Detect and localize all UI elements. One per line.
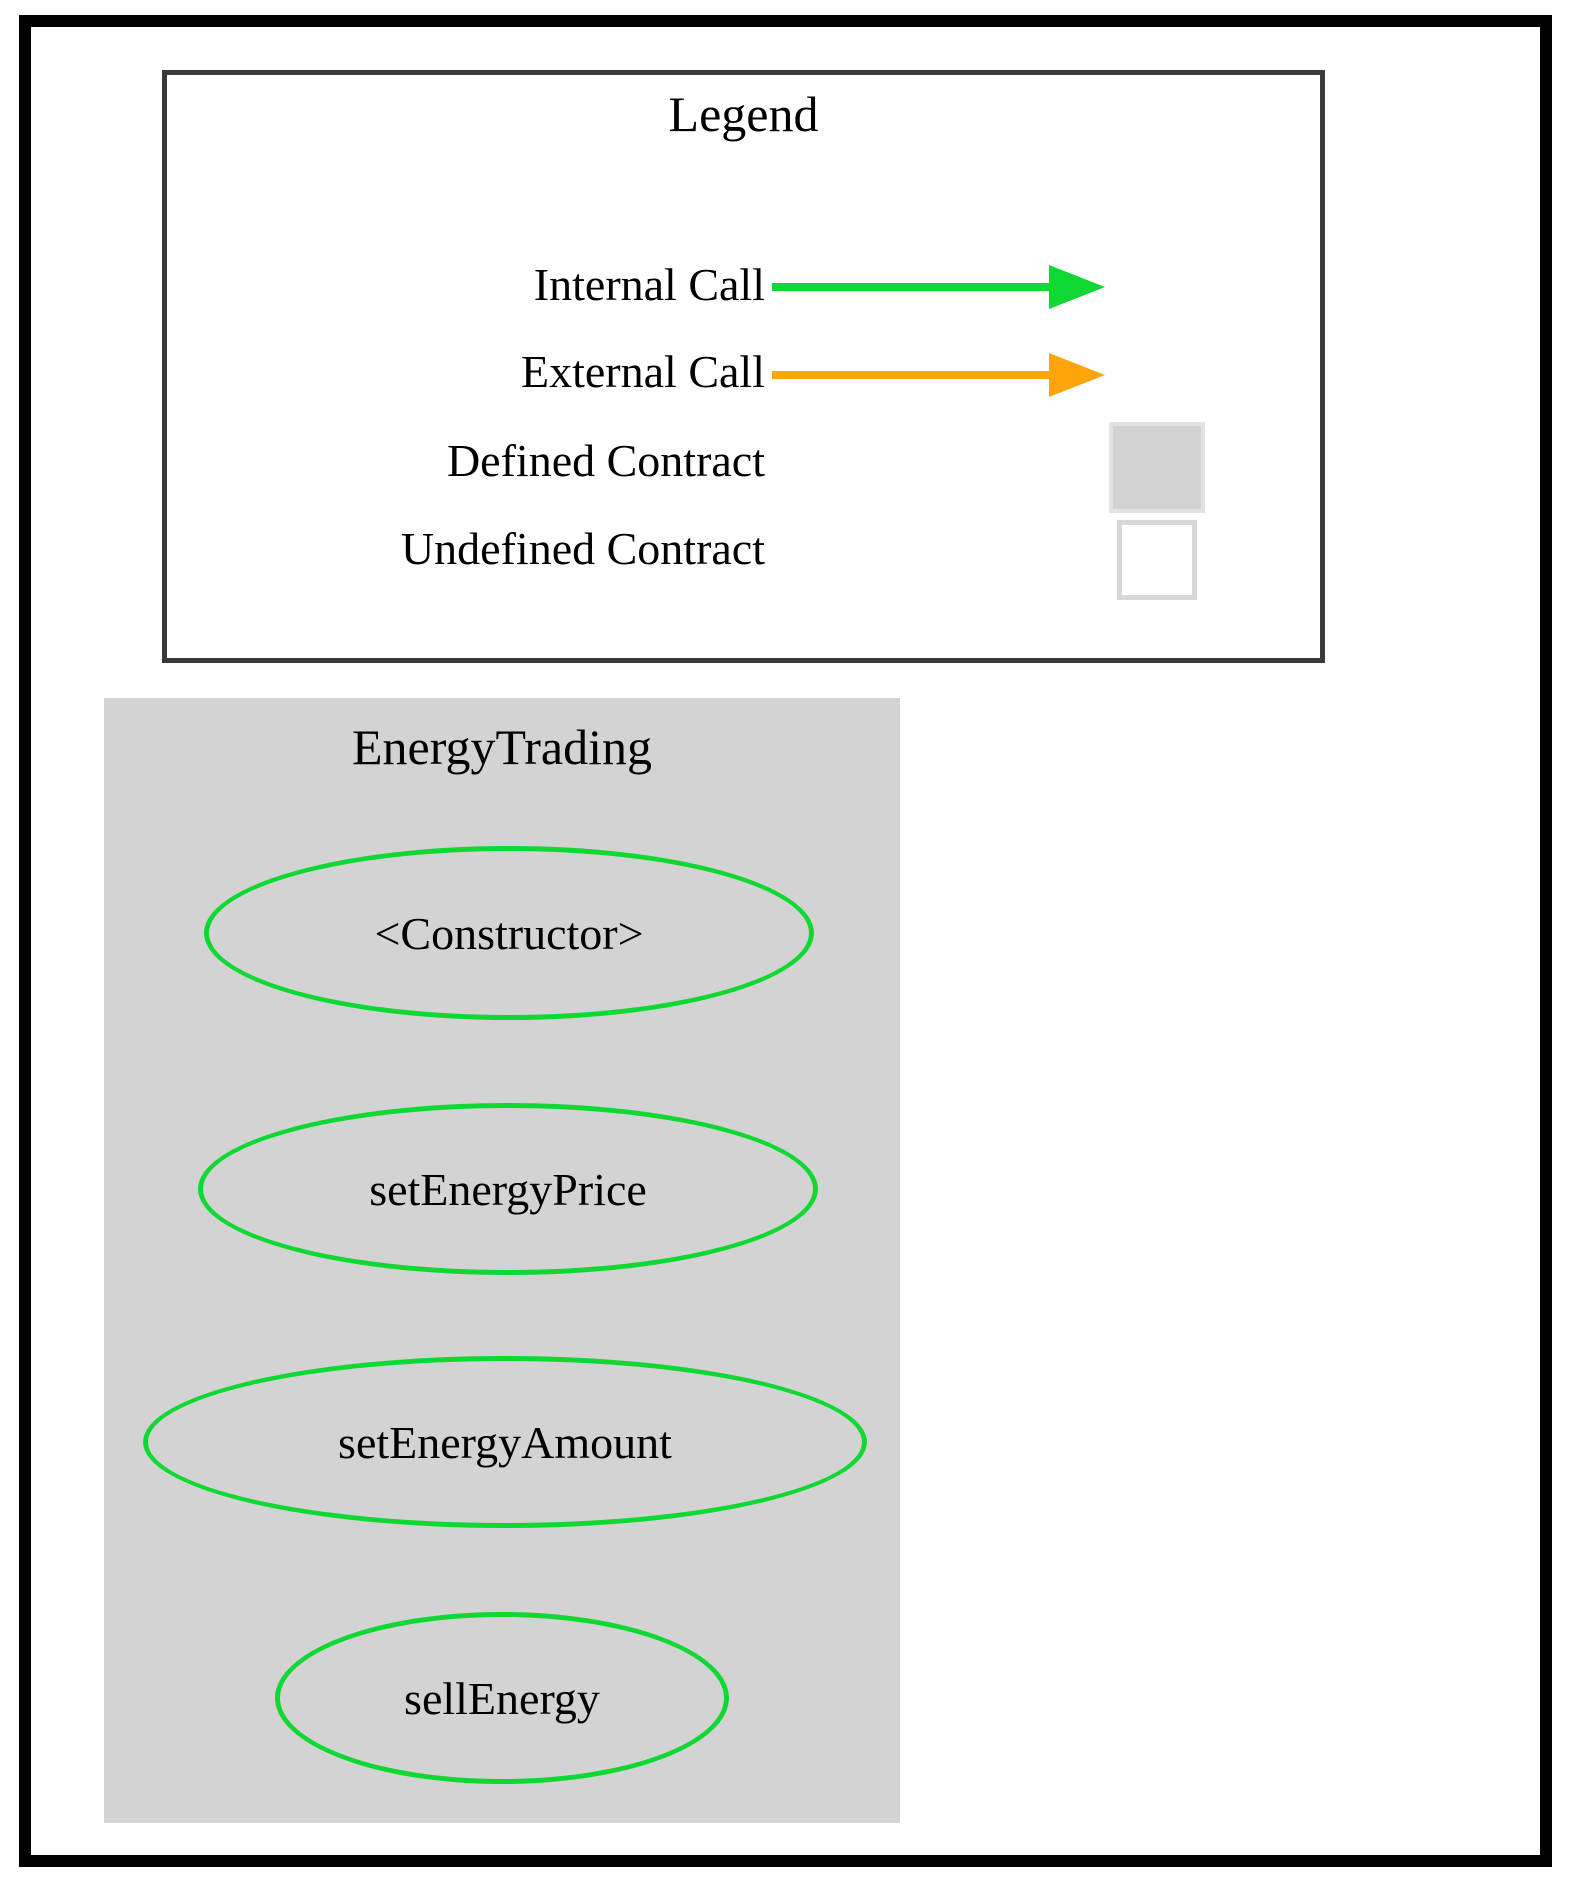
outer-frame — [19, 15, 1552, 1867]
function-node-sellenergy: sellEnergy — [275, 1612, 729, 1784]
defined-contract-swatch — [1109, 422, 1205, 513]
legend-title: Legend — [668, 86, 819, 142]
arrow-line — [772, 283, 1049, 291]
internal-call-label: Internal Call — [533, 259, 765, 310]
function-node-setenergyprice: setEnergyPrice — [198, 1103, 818, 1275]
internal-call-arrow-icon — [772, 265, 1105, 309]
external-call-arrow-icon — [772, 353, 1105, 397]
arrow-head — [1049, 353, 1105, 397]
undefined-contract-swatch — [1117, 520, 1197, 600]
contract-title: EnergyTrading — [352, 719, 652, 775]
function-node-constructor: <Constructor> — [204, 846, 814, 1020]
undefined-contract-label: Undefined Contract — [400, 523, 765, 574]
defined-contract-label: Defined Contract — [446, 435, 765, 486]
function-node-setenergyamount: setEnergyAmount — [143, 1356, 867, 1528]
external-call-label: External Call — [521, 346, 765, 397]
arrow-head — [1049, 265, 1105, 309]
arrow-line — [772, 371, 1049, 379]
